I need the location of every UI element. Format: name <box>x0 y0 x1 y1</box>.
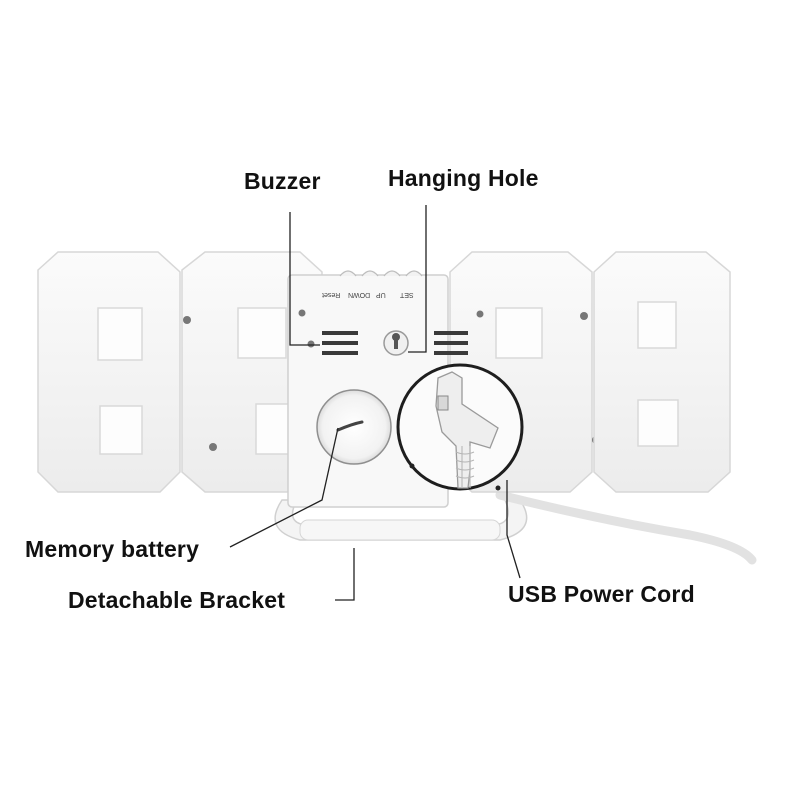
speaker-vents-right <box>434 331 468 355</box>
hanging-hole <box>383 330 409 356</box>
buzzer-leader <box>289 212 320 346</box>
buzzer-label: Buzzer <box>244 168 321 194</box>
buzzer-vents <box>322 331 358 355</box>
usb-port-magnifier <box>396 363 524 491</box>
leader-lines <box>229 205 521 601</box>
bracket-leader <box>335 548 355 601</box>
button-label-up: UP <box>376 291 386 298</box>
usb-leader <box>506 480 521 579</box>
hanging-hole-leader <box>408 205 427 353</box>
button-label-down: DOWN <box>348 291 371 298</box>
usb-cord <box>495 490 757 565</box>
digit-block-4 <box>593 251 731 493</box>
usb-power-cord-label: USB Power Cord <box>508 581 695 607</box>
detachable-bracket-label: Detachable Bracket <box>68 587 286 613</box>
button-label-reset: Reset <box>322 291 341 298</box>
button-label-set: SET <box>400 291 414 298</box>
memory-battery-leader <box>229 427 339 548</box>
hanging-hole-label: Hanging Hole <box>388 165 539 191</box>
memory-battery-label: Memory battery <box>25 536 200 562</box>
digit-block-1 <box>37 251 181 493</box>
memory-battery-lens <box>316 389 392 465</box>
